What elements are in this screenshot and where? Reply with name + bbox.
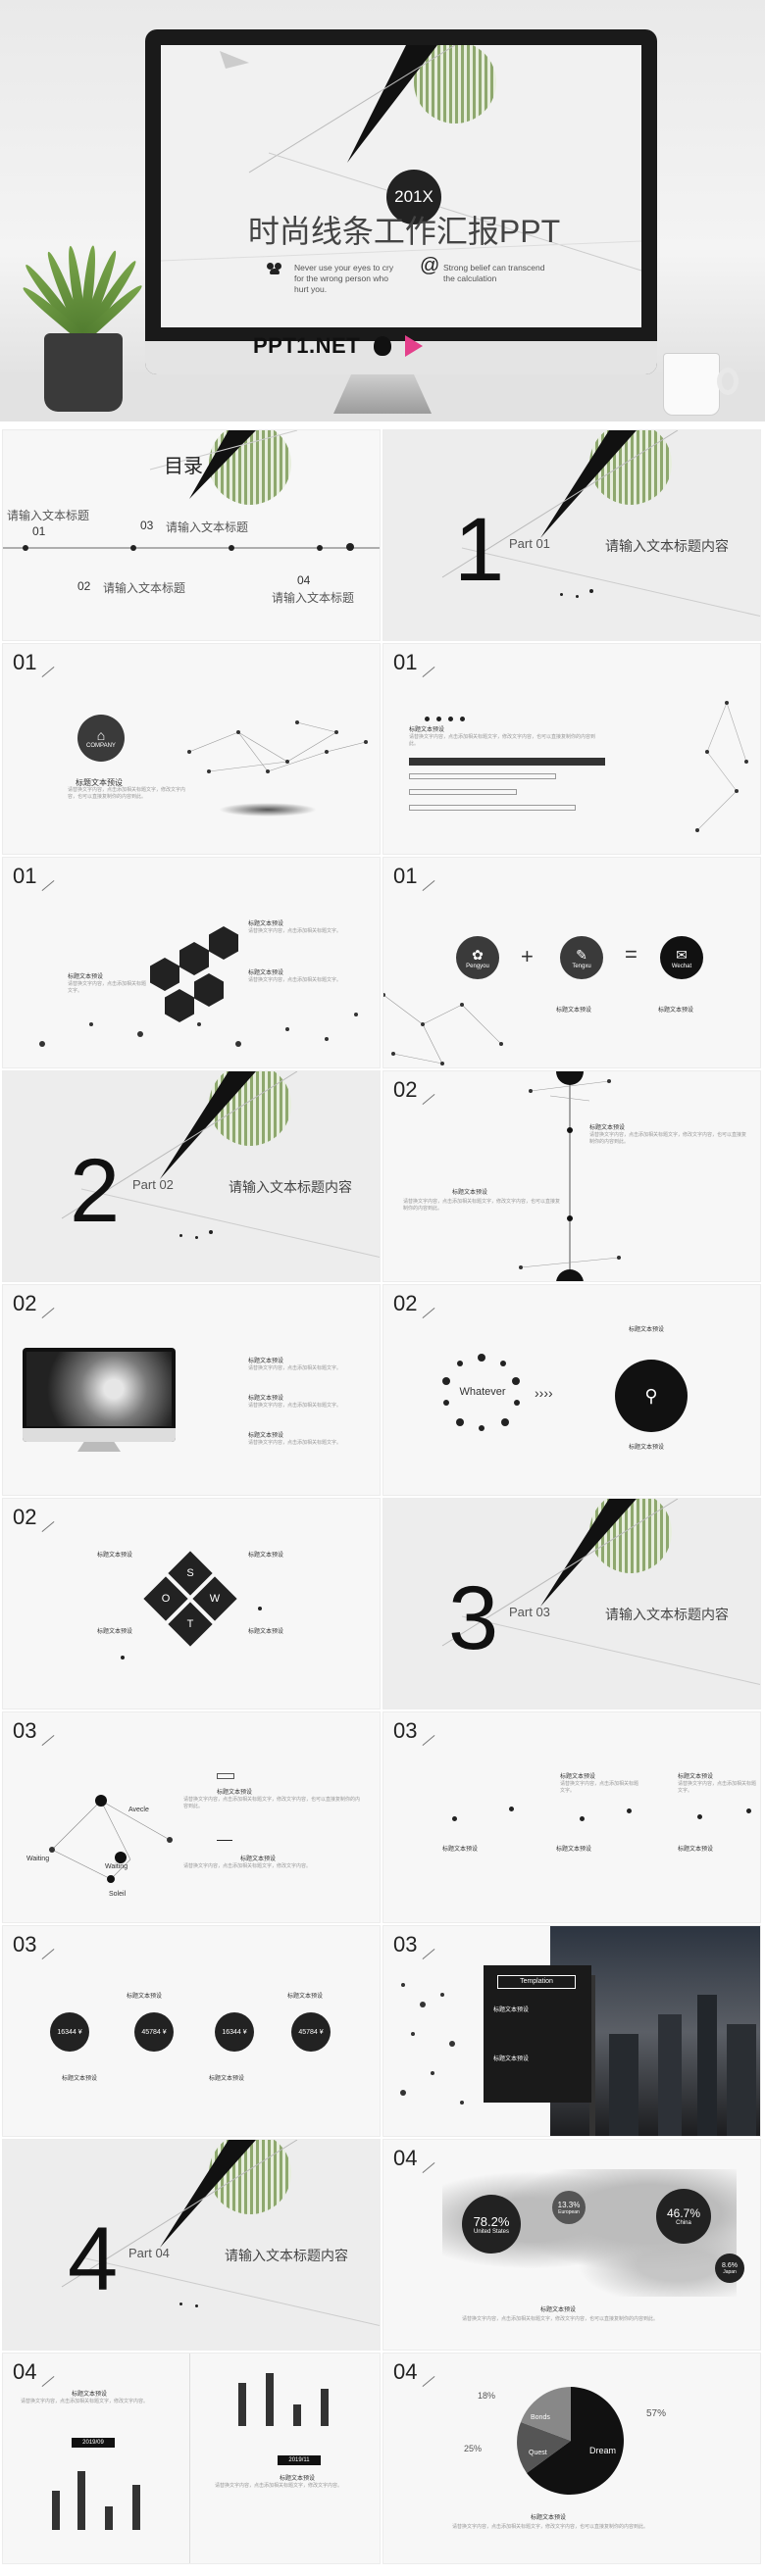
slide-03-template[interactable]: 03 Templation 标题文本预设 标题文本预设: [382, 1925, 761, 2137]
play-logo-icon: [405, 335, 424, 357]
section-number: 1: [454, 500, 505, 600]
template-card: Templation 标题文本预设 标题文本预设: [484, 1965, 591, 2103]
stat-circle: 78.2%United States: [462, 2195, 521, 2254]
slide-04-map[interactable]: 04 78.2%United States 13.3%European 46.7…: [382, 2139, 761, 2351]
hero-mockup: 201X 时尚线条工作汇报PPT Never use your eyes to …: [0, 0, 765, 421]
slide-01-wechat[interactable]: 01 ✿Pengyou + ✎Tengxu = ✉Wechat 标题文本预设 标…: [382, 857, 761, 1068]
brand-bar: PPT1.NET: [253, 331, 547, 361]
location-circle: ⚲: [615, 1360, 688, 1432]
slide-02-whatever[interactable]: 02 Whatever ›››› ⚲ 标题文本预设 标题文本预设: [382, 1284, 761, 1496]
slide-02-monitor[interactable]: 02 标题文本预设 请替换文字内容，点击添加相关标题文字。 标题文本预设 请替换…: [2, 1284, 381, 1496]
quote-left: Never use your eyes to cry for the wrong…: [294, 263, 394, 294]
network-graphic: [187, 720, 368, 773]
network-graphic: [695, 701, 748, 832]
brand-name: PPT1.NET: [253, 333, 361, 358]
slide-section-2[interactable]: 2 Part 02 请输入文本标题内容: [2, 1070, 381, 1282]
stat-circle: 46.7%China: [656, 2189, 711, 2244]
apple-logo-icon: [374, 336, 392, 356]
year-badge: 201X: [386, 170, 441, 224]
pengyou-circle: ✿Pengyou: [456, 936, 499, 979]
at-icon: @: [420, 255, 440, 276]
plant-illustration: [10, 216, 157, 412]
slide-toc[interactable]: 目录 请输入文本标题 01 03 请输入文本标题 02 请输入文本标题 04 请…: [2, 429, 381, 641]
stripe-circle: [414, 45, 496, 124]
toc-title: 目录: [164, 456, 203, 477]
slide-02-swot[interactable]: 02 S W O T 标题文本预设 标题文本预设 标题文本预设 标题文本预设: [2, 1498, 381, 1709]
slide-04-pie[interactable]: 04 Bonds Quest Dream 18% 25% 57% 标题文本预设 …: [382, 2353, 761, 2564]
section-number: 3: [448, 1568, 499, 1668]
slide-section-3[interactable]: 3 Part 03 请输入文本标题内容: [382, 1498, 761, 1709]
slide-03-columns[interactable]: 03 标题文本预设 标题文本预设 请替换文字内容，点击添加相关标题文字。 请替换…: [382, 1711, 761, 1923]
slide-01-company[interactable]: 01 ⌂COMPANY 标题文本预设 请替换文字内容，点击添加相关标题文字，修改…: [2, 643, 381, 855]
slide-01-bars[interactable]: 01 标题文本预设 请替换文字内容，点击添加相关标题文字，修改文字内容，也可以直…: [382, 643, 761, 855]
pie-chart: [517, 2387, 624, 2495]
line-decoration: [161, 45, 641, 272]
monitor-screen: 201X 时尚线条工作汇报PPT Never use your eyes to …: [161, 45, 641, 327]
wechat-circle: ✉Wechat: [660, 936, 703, 979]
slide-04-barchart[interactable]: 04 标题文本预设 请替换文字内容，点击添加相关标题文字，修改文字内容。 201…: [2, 2353, 381, 2564]
network-graphic: [383, 993, 503, 1065]
section-number: 4: [68, 2209, 119, 2309]
stat-circle: 8.6%Japan: [715, 2254, 744, 2283]
hero-title: 时尚线条工作汇报PPT: [247, 214, 561, 249]
slide-03-money[interactable]: 03 16344 ¥ 45784 ¥ 16344 ¥ 45784 ¥ 标题文本预…: [2, 1925, 381, 2137]
company-circle: ⌂COMPANY: [77, 715, 125, 762]
stat-circle: 13.3%European: [552, 2191, 586, 2224]
slide-03-network[interactable]: 03 Avecle Waiting Waiting Soleil 标题文本预设 …: [2, 1711, 381, 1923]
monitor-stand: [333, 374, 432, 414]
slide-01-hexagons[interactable]: 01 标题文本预设 请替换文字内容，点击添加相关标题文字。 标题文本预设 请替换…: [2, 857, 381, 1068]
monitor: 201X 时尚线条工作汇报PPT Never use your eyes to …: [145, 29, 657, 374]
mug-illustration: [663, 353, 739, 416]
quote-right: Strong belief can transcend the calculat…: [443, 263, 545, 283]
slide-section-1[interactable]: 1 Part 01 请输入文本标题内容: [382, 429, 761, 641]
people-icon: [267, 263, 282, 274]
tengxu-circle: ✎Tengxu: [560, 936, 603, 979]
monitor-chin: [145, 341, 657, 374]
slide-02-timeline[interactable]: 02 标题文本预设 请替换文字内容，点击添加相关标题文字，修改文字内容，也可以直…: [382, 1070, 761, 1282]
section-number: 2: [70, 1141, 121, 1241]
slide-section-4[interactable]: 4 Part 04 请输入文本标题内容: [2, 2139, 381, 2351]
dot-ring: [442, 1354, 520, 1431]
monitor-mockup: [23, 1348, 176, 1442]
